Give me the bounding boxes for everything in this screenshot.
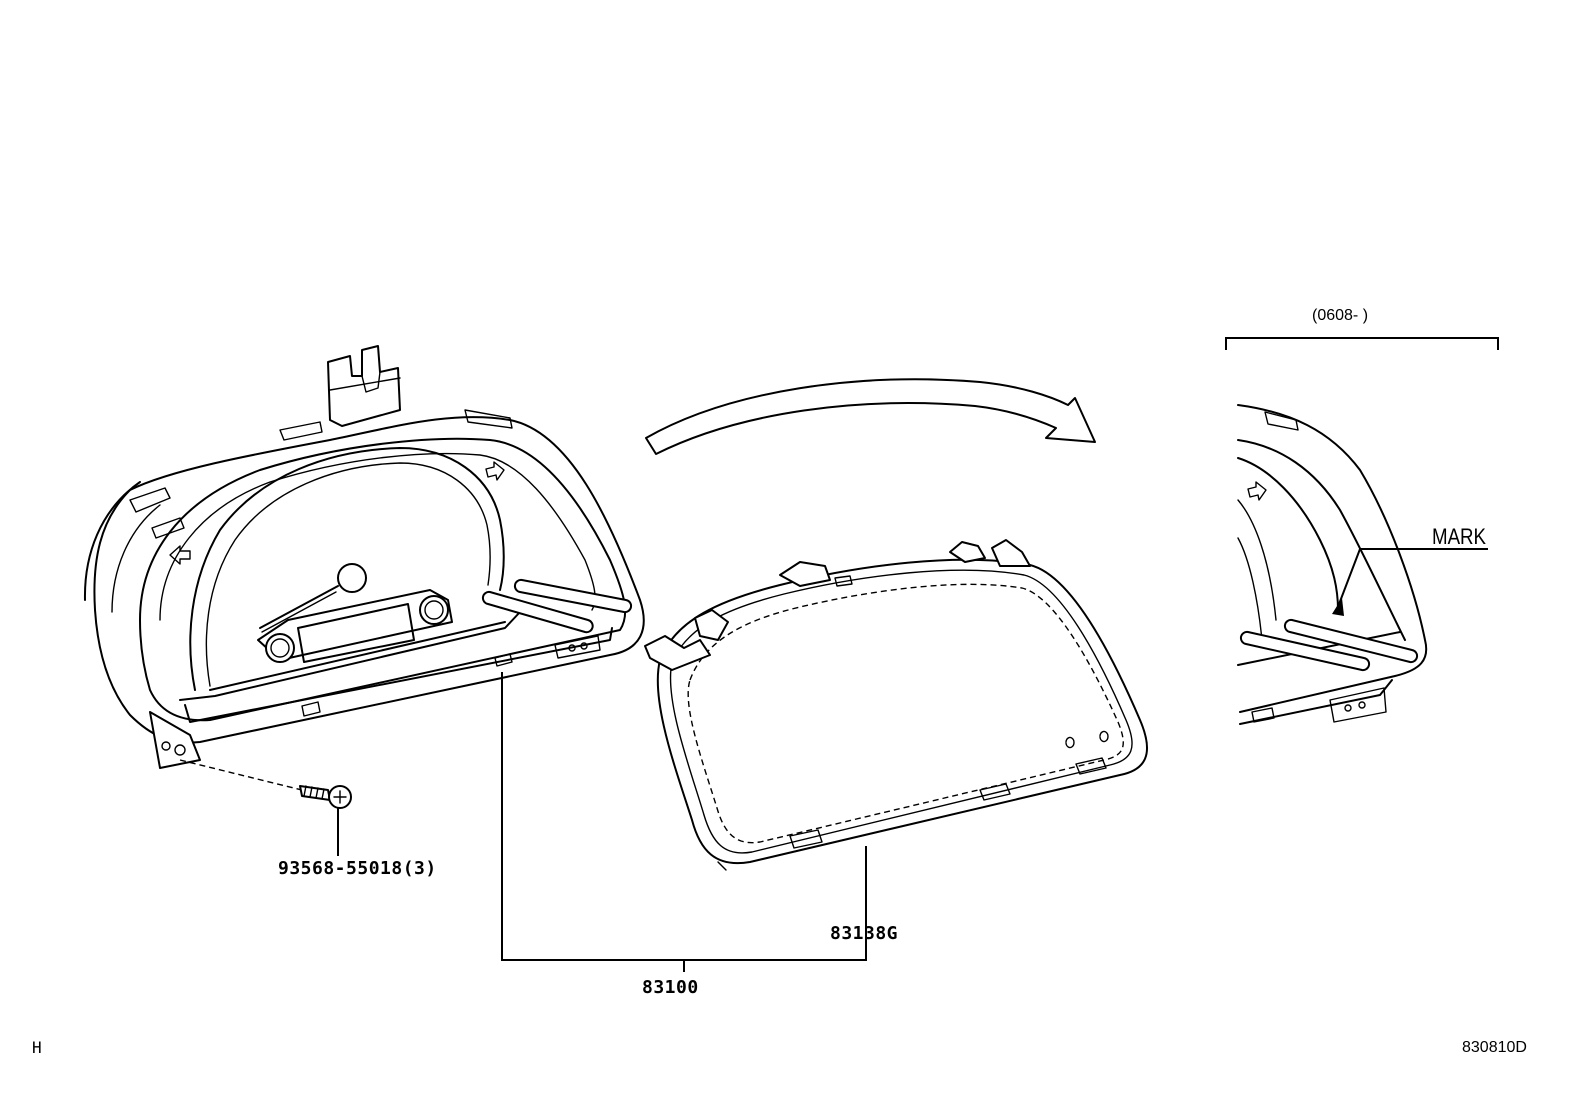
trip-reset-rod — [481, 590, 594, 634]
screw-icon — [299, 785, 352, 809]
needle-hub — [337, 563, 367, 593]
meter-lens-glass — [644, 539, 1149, 871]
left-turn-signal-icon — [169, 545, 191, 565]
detail-meter-partial — [1237, 404, 1488, 725]
right-turn-signal-icon — [485, 461, 505, 481]
mark-label: MARK — [1432, 524, 1487, 549]
right-turn-signal-icon-detail — [1247, 481, 1267, 501]
needle — [259, 585, 339, 629]
corner-letter: H — [32, 1038, 42, 1057]
lens-part-number: 83138G — [830, 923, 899, 944]
mark-arrowhead — [1332, 598, 1344, 616]
brightness-rod — [513, 578, 633, 614]
assembly-part-number: 83100 — [642, 977, 699, 998]
detail-brightness-rod — [1283, 618, 1419, 664]
combination-meter-assembly — [83, 345, 645, 769]
lens-outer-edge — [656, 558, 1149, 865]
curved-arrow-icon — [645, 378, 1096, 455]
detail-trip-rod — [1239, 630, 1371, 672]
speedometer-dial — [189, 447, 505, 691]
date-range-bracket — [1225, 337, 1499, 350]
screw-part-number: 93568-55018(3) — [278, 858, 437, 879]
illustration-id: 830810D — [1462, 1039, 1527, 1056]
date-range-label: (0608- ) — [1312, 307, 1369, 324]
mark-leader-line — [1335, 548, 1488, 613]
meter-bezel — [139, 437, 627, 722]
screw-mount-tab — [149, 711, 201, 769]
meter-housing-outer — [93, 416, 645, 744]
